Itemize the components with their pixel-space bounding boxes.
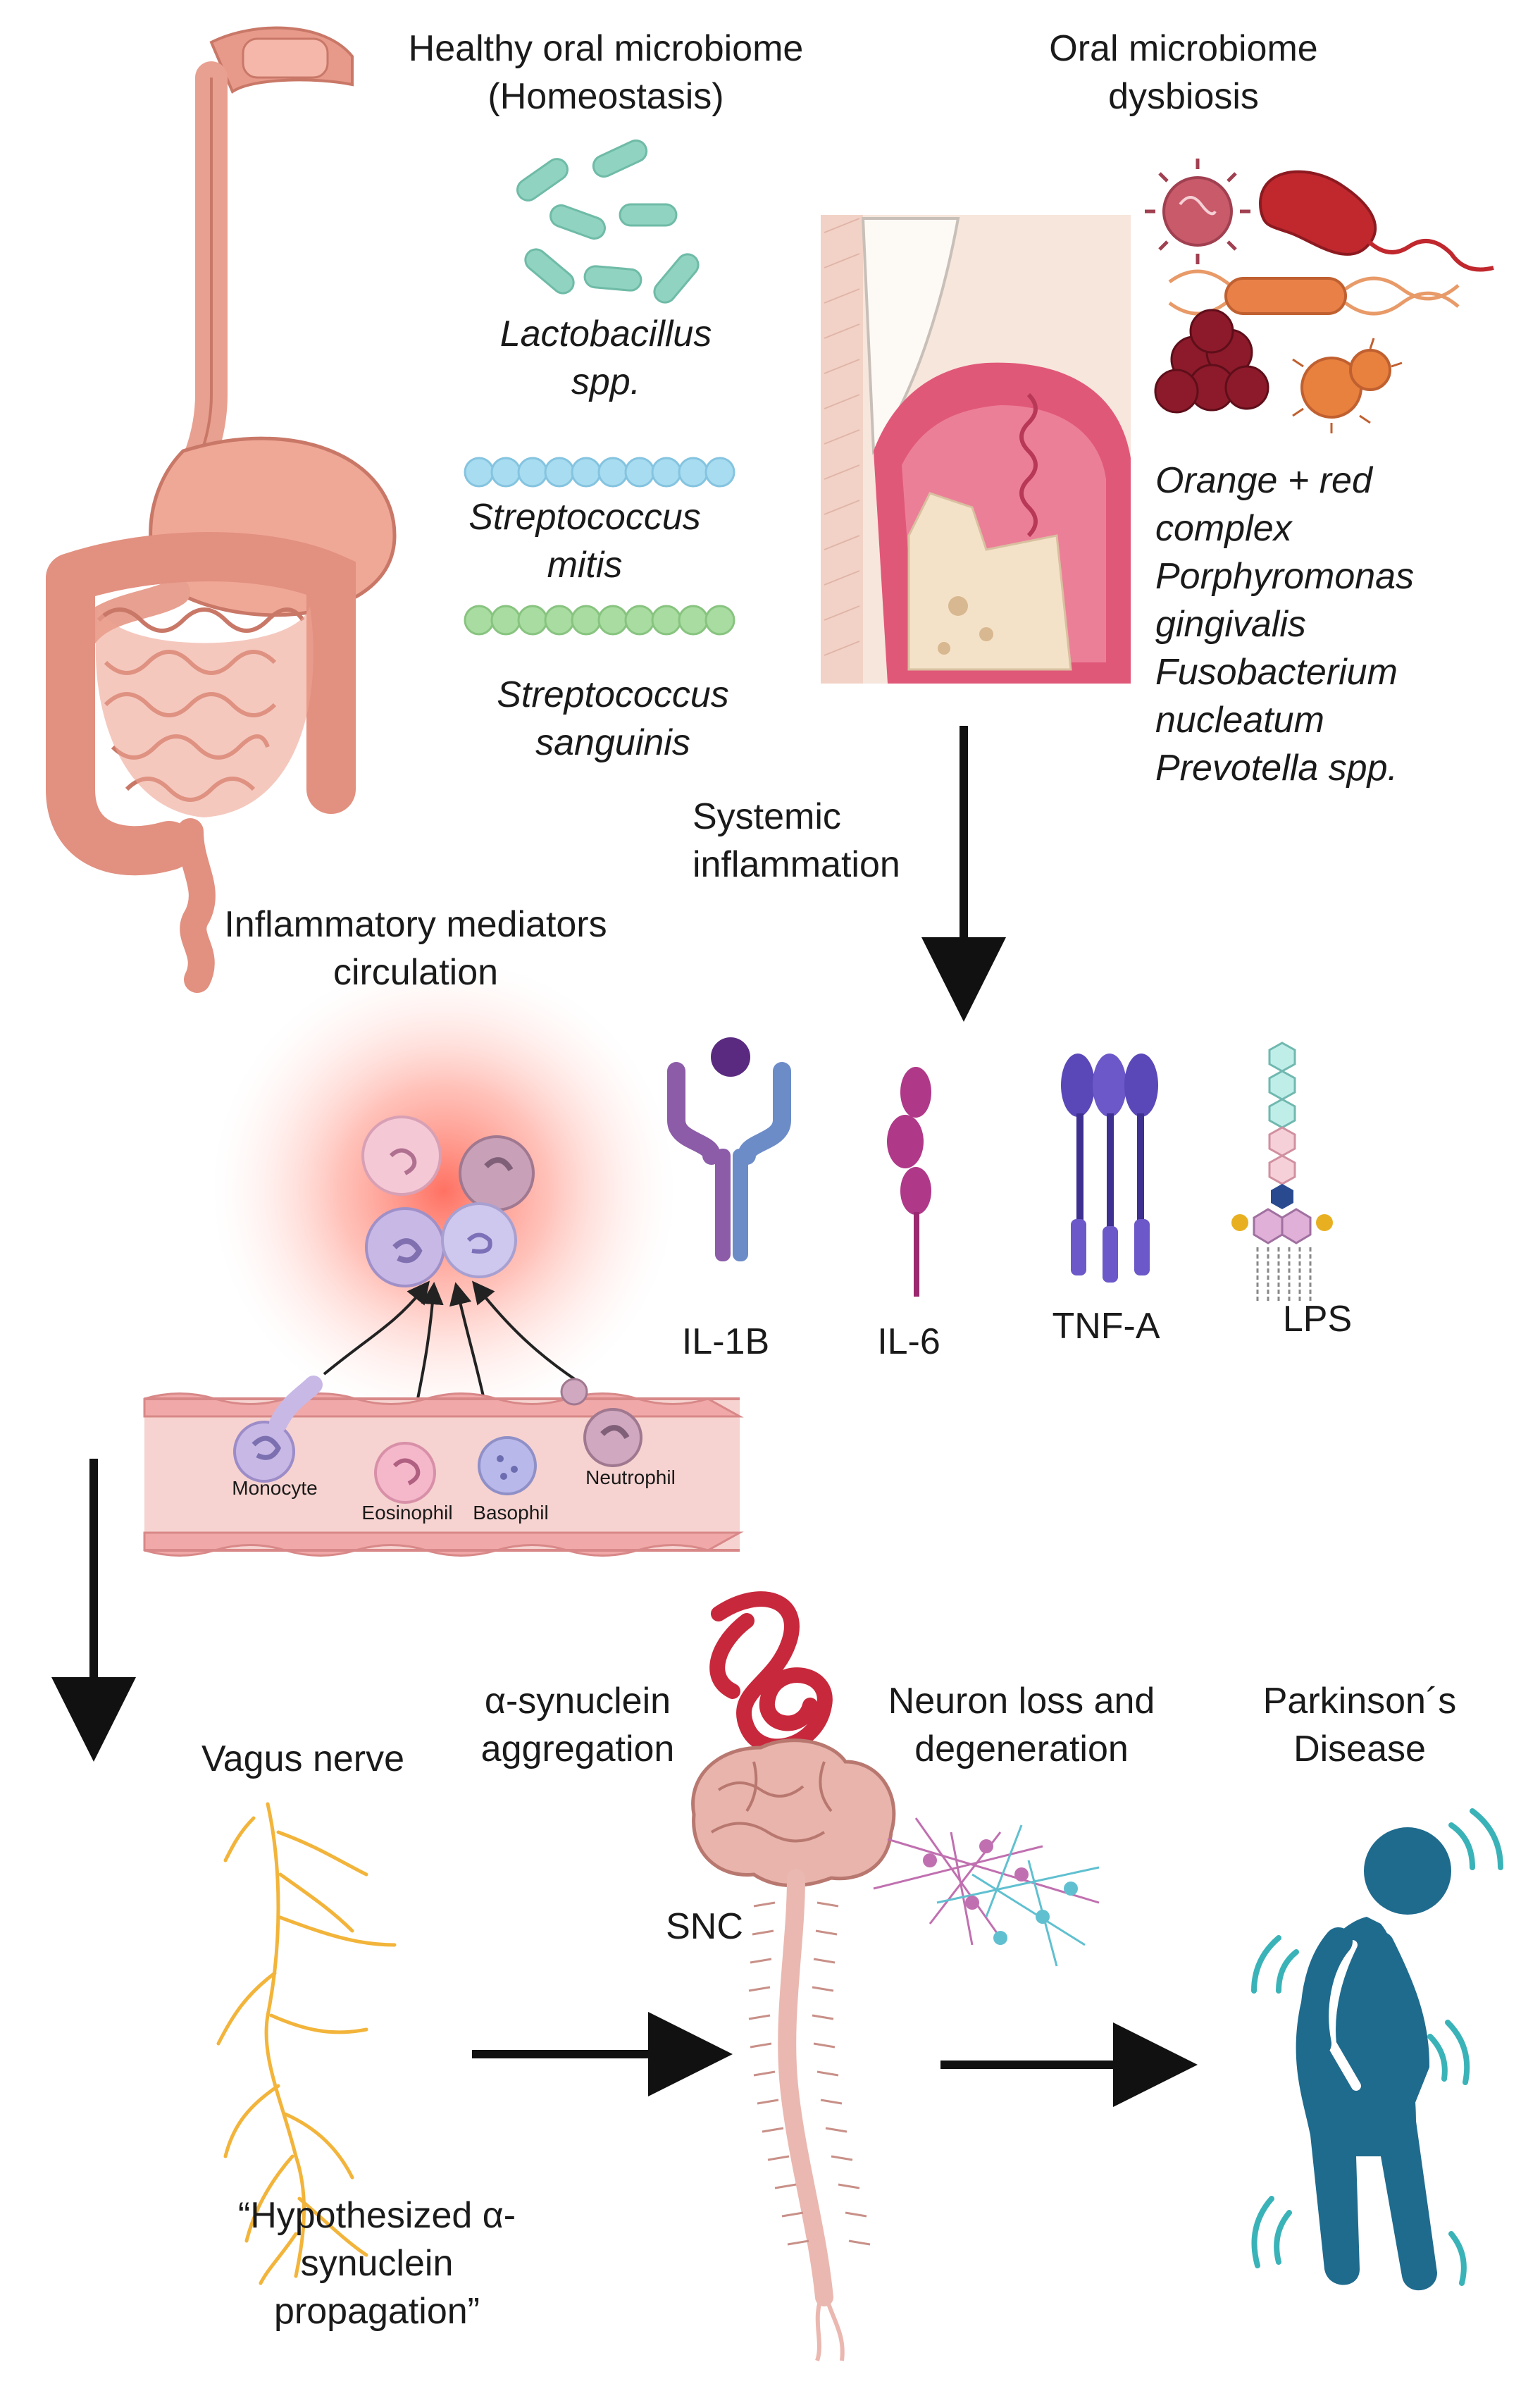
streptococcus-sanguinis-label: Streptococcus sanguinis bbox=[497, 674, 729, 763]
neuron-loss-label: Neuron loss and degeneration bbox=[888, 1681, 1155, 1769]
dysbiosis-species-item: Fusobacterium bbox=[1155, 652, 1398, 693]
digestive-tract-illustration bbox=[46, 26, 397, 993]
alpha-synuclein-aggregate-icon bbox=[709, 1591, 833, 1755]
il-1b-receptor-icon bbox=[667, 1037, 791, 1261]
eosinophil-label: Eosinophil bbox=[361, 1502, 453, 1524]
gum-tooth-illustration bbox=[821, 215, 1131, 684]
lactobacillus-illustration bbox=[516, 139, 700, 304]
monocyte-label: Monocyte bbox=[232, 1477, 318, 1499]
pathogenic-bacteria-illustration bbox=[1145, 159, 1494, 433]
propagation-label: “Hypothesized α- synuclein propagation” bbox=[237, 2195, 516, 2332]
dysbiosis-species-item: Orange + red bbox=[1155, 460, 1372, 501]
parkinsons-patient-illustration bbox=[1251, 1808, 1503, 2291]
inflammation-glow-illustration bbox=[211, 958, 676, 1423]
tnf-a-trimer-icon bbox=[1061, 1054, 1158, 1283]
dysbiosis-species-item: Porphyromonas bbox=[1155, 556, 1415, 597]
healthy-microbiome-title: Healthy oral microbiome (Homeostasis) bbox=[408, 28, 804, 117]
streptococcus-mitis-label: Streptococcus mitis bbox=[468, 497, 701, 586]
dysbiosis-species-item: Prevotella spp. bbox=[1155, 748, 1398, 789]
snc-label: SNC bbox=[666, 1906, 743, 1947]
tnf-a-label: TNF-A bbox=[1052, 1306, 1160, 1347]
dysbiosis-species-item: nucleatum bbox=[1155, 700, 1324, 741]
systemic-inflammation-label: Systemic inflammation bbox=[693, 796, 900, 885]
blood-vessel-illustration bbox=[143, 1376, 744, 1557]
basophil-label: Basophil bbox=[473, 1502, 549, 1524]
dysbiosis-species-item: complex bbox=[1155, 508, 1292, 549]
streptococcus-mitis-chain bbox=[464, 457, 735, 488]
lps-label: LPS bbox=[1282, 1299, 1353, 1340]
vagus-nerve-label: Vagus nerve bbox=[201, 1738, 405, 1779]
dysbiosis-species-item: gingivalis bbox=[1155, 604, 1306, 645]
lps-molecule-icon bbox=[1231, 1042, 1333, 1304]
dysbiosis-species-list: Orange + red complex Porphyromonas gingi… bbox=[1155, 457, 1508, 792]
vagus-nerve-illustration bbox=[216, 1802, 397, 2285]
lactobacillus-label: Lactobacillus spp. bbox=[499, 314, 712, 402]
il-6-label: IL-6 bbox=[877, 1321, 940, 1362]
neuron-network-illustration bbox=[873, 1817, 1100, 1967]
inflammatory-mediators-title: Inflammatory mediators circulation bbox=[224, 904, 607, 993]
brain-spinal-cord-illustration bbox=[691, 1738, 896, 2361]
dysbiosis-title: Oral microbiome dysbiosis bbox=[1049, 28, 1318, 117]
neutrophil-label: Neutrophil bbox=[585, 1466, 676, 1488]
parkinsons-disease-label: Parkinson´s Disease bbox=[1262, 1681, 1457, 1769]
il-6-cytokine-icon bbox=[887, 1067, 931, 1297]
streptococcus-sanguinis-chain bbox=[464, 605, 735, 636]
alpha-synuclein-aggregation-label: α-synuclein aggregation bbox=[480, 1681, 675, 1769]
il-1b-label: IL-1B bbox=[681, 1321, 770, 1362]
